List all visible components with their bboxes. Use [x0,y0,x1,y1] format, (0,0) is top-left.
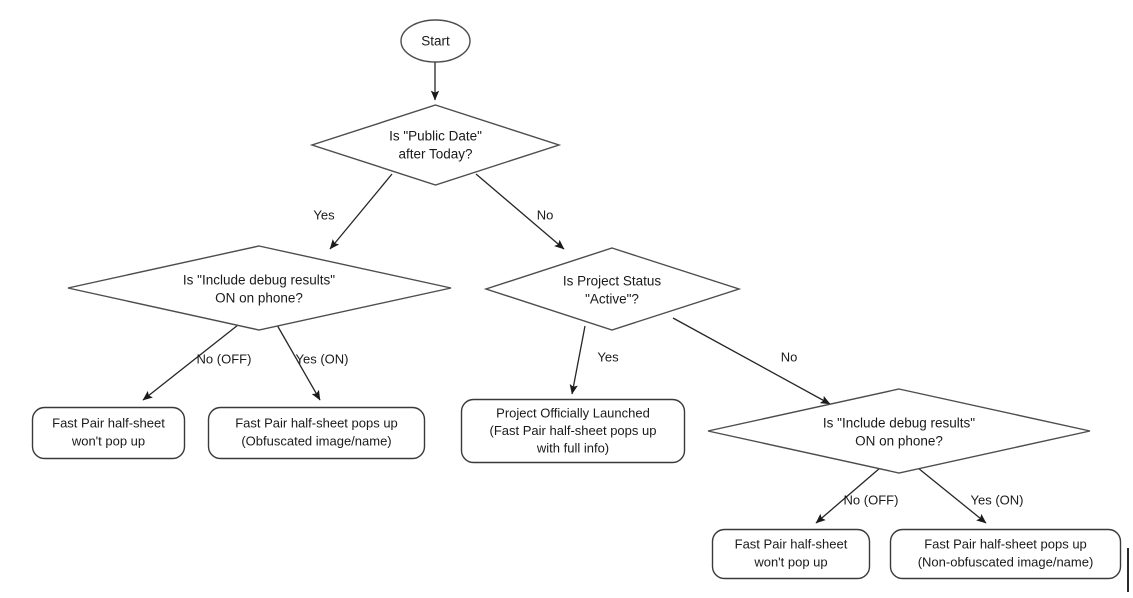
edge-label-debug-right-yes: Yes (ON) [971,492,1024,507]
edge-label-debug-left-no: No (OFF) [197,351,252,366]
node-project-status-line2: "Active"? [585,292,639,307]
node-public-date-line2: after Today? [398,147,472,162]
node-left-yes-result[interactable]: Fast Pair half-sheet pops up (Obfuscated… [207,406,426,460]
edge-label-debug-left-yes: Yes (ON) [296,351,349,366]
node-start-label: Start [421,34,450,49]
edge-label-project-status-no: No [781,349,798,364]
node-debug-left-line1: Is "Include debug results" [183,273,335,288]
edge-project-status-no: No [672,317,831,405]
node-debug-right-line2: ON on phone? [855,434,943,449]
edge-public-date-no: No [475,173,565,250]
node-launched-result-line1: Project Officially Launched [496,405,650,420]
node-debug-right-decision[interactable]: Is "Include debug results" ON on phone? [707,388,1091,474]
node-debug-left-decision[interactable]: Is "Include debug results" ON on phone? [67,245,452,331]
edge-debug-left-no: No (OFF) [142,324,252,401]
node-right-no-result-line1: Fast Pair half-sheet [735,536,848,551]
node-launched-result-line2: (Fast Pair half-sheet pops up [490,423,657,438]
node-start[interactable]: Start [400,19,471,63]
node-left-no-result-line1: Fast Pair half-sheet [52,415,165,430]
edge-project-status-yes: Yes [569,325,619,395]
edge-debug-left-yes: Yes (ON) [276,324,349,401]
node-left-no-result-line2: won't pop up [71,433,145,448]
node-right-yes-result-line2: (Non-obfuscated image/name) [918,554,1094,569]
node-project-status-decision[interactable]: Is Project Status "Active"? [483,247,742,331]
edge-label-project-status-yes: Yes [597,349,619,364]
node-left-yes-result-line2: (Obfuscated image/name) [241,433,391,448]
edge-public-date-yes: Yes [313,173,393,250]
node-launched-result[interactable]: Project Officially Launched (Fast Pair h… [460,398,686,464]
node-left-yes-result-line1: Fast Pair half-sheet pops up [235,415,398,430]
node-left-no-result[interactable]: Fast Pair half-sheet won't pop up [31,406,186,460]
edge-debug-right-no: No (OFF) [815,467,899,524]
node-right-no-result-line2: won't pop up [753,554,827,569]
node-right-no-result[interactable]: Fast Pair half-sheet won't pop up [711,528,871,580]
node-right-yes-result-line1: Fast Pair half-sheet pops up [924,536,1087,551]
node-public-date-decision[interactable]: Is "Public Date" after Today? [309,104,562,186]
node-debug-left-line2: ON on phone? [215,291,303,306]
node-debug-right-line1: Is "Include debug results" [823,416,975,431]
node-right-yes-result[interactable]: Fast Pair half-sheet pops up (Non-obfusc… [889,528,1122,580]
node-project-status-line1: Is Project Status [563,274,662,289]
edge-label-public-date-yes: Yes [313,207,335,222]
page-edge-rule [1127,548,1129,592]
node-public-date-line1: Is "Public Date" [389,129,482,144]
edge-label-debug-right-no: No (OFF) [844,492,899,507]
node-launched-result-line3: with full info) [536,440,609,455]
edge-debug-right-yes: Yes (ON) [917,467,1024,524]
edge-label-public-date-no: No [537,207,554,222]
